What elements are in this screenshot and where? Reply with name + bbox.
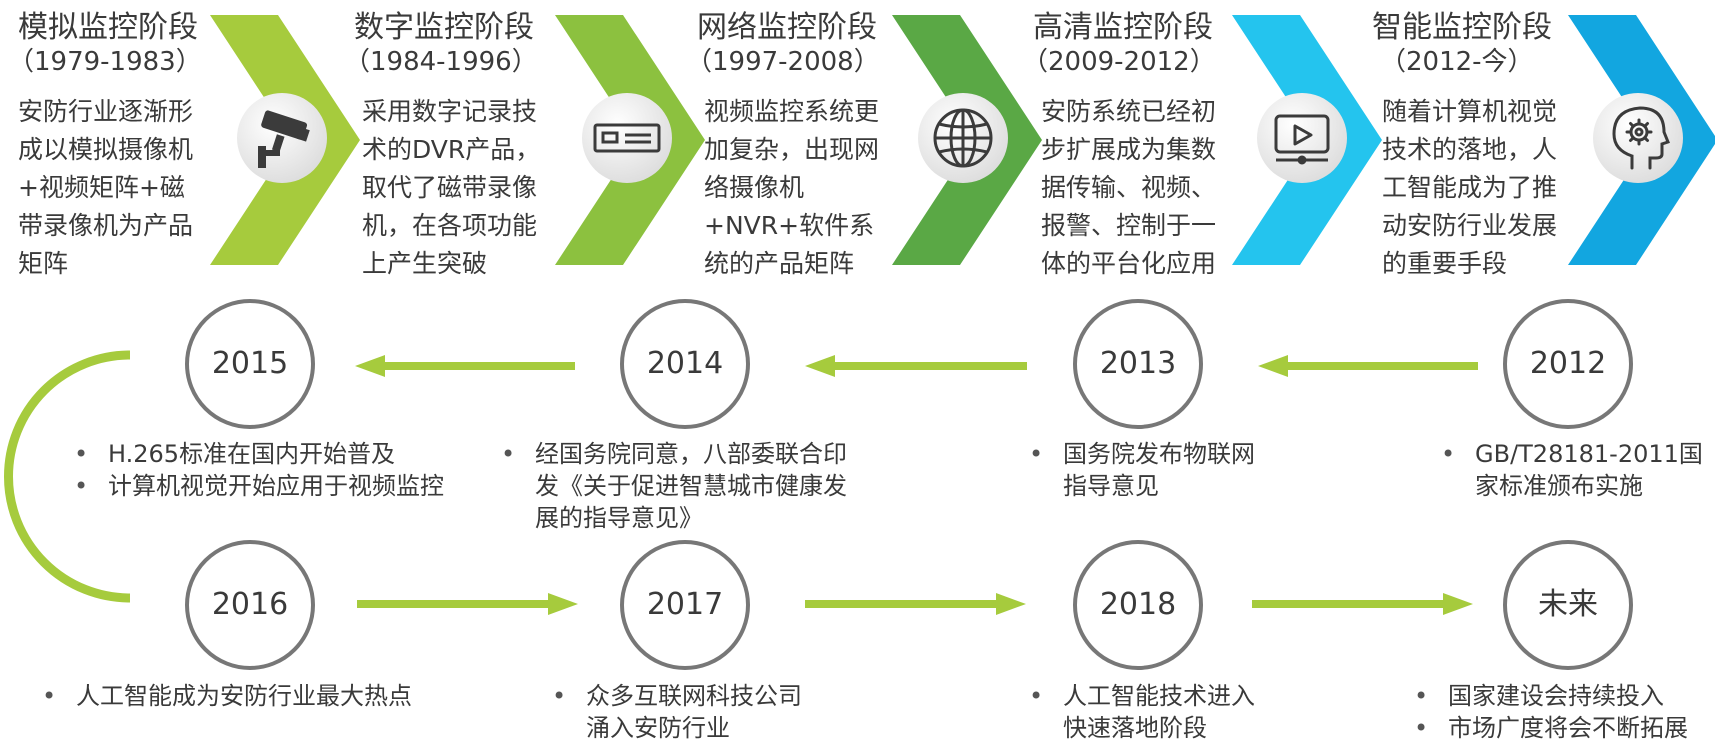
bullets-2015: H.265标准在国内开始普及 计算机视觉开始应用于视频监控: [70, 438, 450, 502]
list-item: 国家建设会持续投入: [1410, 680, 1710, 712]
globe-icon: [918, 93, 1008, 183]
year-label-2016: 2016: [211, 587, 289, 622]
stage-1-title: 模拟监控阶段: [18, 10, 198, 45]
arrow-2013-to-2014: [805, 355, 1027, 377]
stage-1-period: （1979-1983）: [8, 47, 202, 77]
cctv-camera-icon: [237, 93, 327, 183]
list-item: 国务院发布物联网指导意见: [1025, 438, 1255, 502]
bullets-2014: 经国务院同意，八部委联合印发《关于促进智慧城市健康发展的指导意见》: [497, 438, 857, 534]
year-label-2018: 2018: [1099, 587, 1177, 622]
stage-chevron-2: [555, 15, 705, 265]
stage-2-period: （1984-1996）: [344, 47, 538, 77]
list-item: 人工智能成为安防行业最大热点: [38, 680, 478, 712]
year-label-2014: 2014: [646, 346, 724, 381]
stage-5-period: （2012-今）: [1380, 47, 1534, 77]
arrow-2017-to-2018: [805, 593, 1026, 615]
stage-chevron-5: [1568, 15, 1715, 265]
year-circle-2012: [1503, 299, 1633, 429]
list-item: 人工智能技术进入快速落地阶段: [1025, 680, 1255, 744]
video-monitor-icon: [1257, 93, 1347, 183]
bullets-2012: GB/T28181-2011国家标准颁布实施: [1437, 438, 1713, 502]
list-item: 众多互联网科技公司涌入安防行业: [548, 680, 823, 744]
stage-4-desc: 安防系统已经初步扩展成为集数据传输、视频、报警、控制于一体的平台化应用: [1041, 97, 1217, 278]
year-circle-2016: [185, 540, 315, 670]
stage-3-title: 网络监控阶段: [697, 10, 877, 45]
arrow-2012-to-2013: [1258, 355, 1478, 377]
dvr-recorder-icon: [582, 93, 672, 183]
list-item: 计算机视觉开始应用于视频监控: [70, 470, 450, 502]
bullets-2018: 人工智能技术进入快速落地阶段: [1025, 680, 1255, 744]
list-item: 市场广度将会不断拓展: [1410, 712, 1710, 744]
year-circle-2014: [620, 299, 750, 429]
year-circle-future: [1503, 540, 1633, 670]
bullets-2013: 国务院发布物联网指导意见: [1025, 438, 1255, 502]
bullets-2016: 人工智能成为安防行业最大热点: [38, 680, 478, 712]
arrow-2018-to-future: [1252, 593, 1473, 615]
year-label-future: 未来: [1538, 587, 1598, 622]
stage-5-title: 智能监控阶段: [1372, 10, 1552, 45]
arrow-2014-to-2015: [355, 355, 575, 377]
list-item: 经国务院同意，八部委联合印发《关于促进智慧城市健康发展的指导意见》: [497, 438, 857, 534]
stage-chevron-4: [1232, 15, 1382, 265]
year-label-2017: 2017: [646, 587, 724, 622]
stage-3-desc: 视频监控系统更加复杂，出现网络摄像机+NVR+软件系统的产品矩阵: [704, 97, 880, 278]
year-label-2012: 2012: [1529, 346, 1607, 381]
list-item: GB/T28181-2011国家标准颁布实施: [1437, 438, 1713, 502]
year-circle-2015: [185, 299, 315, 429]
timeline-turn-arc: [4, 350, 131, 603]
stage-2-title: 数字监控阶段: [354, 10, 534, 45]
stage-2-desc: 采用数字记录技术的DVR产品，取代了磁带录像机，在各项功能上产生突破: [362, 97, 541, 278]
year-label-2013: 2013: [1099, 346, 1177, 381]
arrow-2016-to-2017: [357, 593, 578, 615]
year-circle-2017: [620, 540, 750, 670]
ai-head-gear-icon: [1593, 93, 1683, 183]
stage-chevron-3: [892, 15, 1042, 265]
stage-5-desc: 随着计算机视觉技术的落地，人工智能成为了推动安防行业发展的重要手段: [1382, 97, 1558, 278]
stage-4-title: 高清监控阶段: [1033, 10, 1213, 45]
year-circle-2018: [1073, 540, 1203, 670]
bullets-future: 国家建设会持续投入 市场广度将会不断拓展: [1410, 680, 1710, 744]
year-circle-2013: [1073, 299, 1203, 429]
list-item: H.265标准在国内开始普及: [70, 438, 450, 470]
stage-4-period: （2009-2012）: [1022, 47, 1216, 77]
bullets-2017: 众多互联网科技公司涌入安防行业: [548, 680, 823, 744]
stage-1-desc: 安防行业逐渐形成以模拟摄像机+视频矩阵+磁带录像机为产品矩阵: [18, 97, 194, 278]
year-label-2015: 2015: [211, 346, 289, 381]
stage-chevron-1: [210, 15, 360, 265]
stage-3-period: （1997-2008）: [686, 47, 880, 77]
